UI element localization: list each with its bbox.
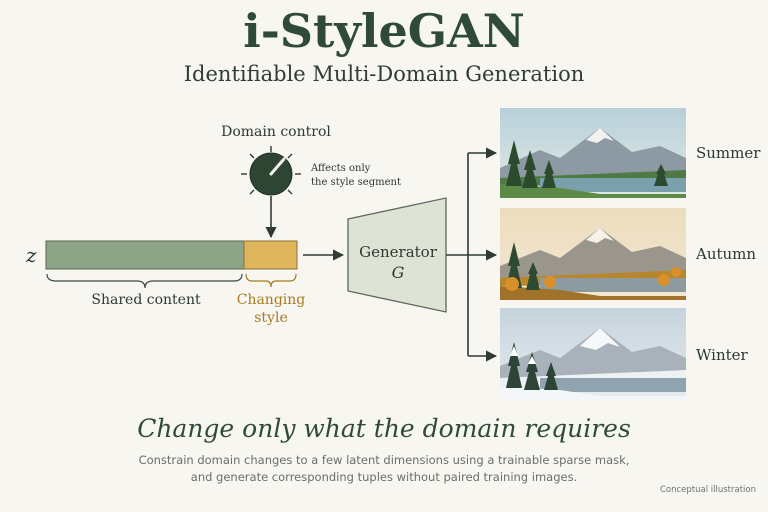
domain-control-label: Domain control xyxy=(221,124,331,140)
conceptual-note: Conceptual illustration xyxy=(659,485,756,495)
description: Constrain domain changes to a few latent… xyxy=(0,452,768,486)
changing-style-label-line1: Changing xyxy=(237,292,306,308)
knob-note-line2: the style segment xyxy=(311,177,401,188)
autumn-label: Autumn xyxy=(695,245,756,263)
page-subtitle: Identifiable Multi-Domain Generation xyxy=(183,62,585,86)
winter-label: Winter xyxy=(696,346,749,364)
knob-pointer xyxy=(269,157,286,176)
generator-block xyxy=(347,197,447,313)
shared-content-label: Shared content xyxy=(91,292,201,308)
knob-note-line1: Affects only xyxy=(310,163,371,174)
page-title: i-StyleGAN xyxy=(243,4,525,58)
generator-symbol: G xyxy=(392,263,405,282)
changing-style-label-line2: style xyxy=(254,310,287,326)
shared-content-brace xyxy=(46,273,243,289)
description-line-2: and generate corresponding tuples withou… xyxy=(190,470,578,484)
changing-style-segment xyxy=(243,240,298,270)
generator-label: Generator xyxy=(359,243,438,261)
latent-z-label: z xyxy=(25,243,37,267)
description-line-1: Constrain domain changes to a few latent… xyxy=(138,453,630,467)
winter-landscape-image xyxy=(500,308,686,400)
summer-label: Summer xyxy=(696,144,761,162)
changing-style-brace xyxy=(245,273,297,288)
tagline: Change only what the domain requires xyxy=(137,414,631,443)
domain-control-knob[interactable] xyxy=(241,146,301,196)
shared-content-segment xyxy=(45,240,245,270)
summer-landscape-image xyxy=(500,108,686,198)
autumn-landscape-image xyxy=(500,208,686,300)
